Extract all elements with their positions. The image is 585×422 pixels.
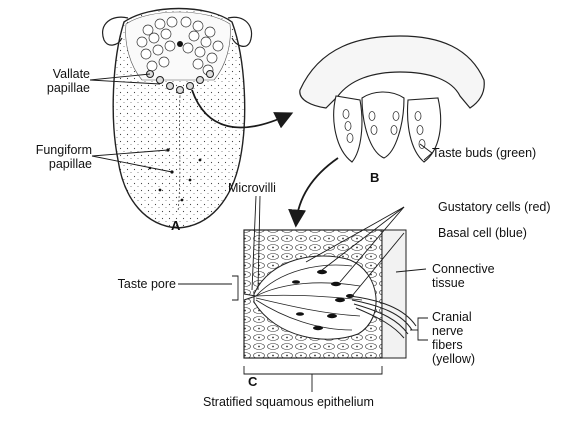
stratified-squamous-epithelium-label: Stratified squamous epithelium [203, 395, 374, 409]
basal-cell-label: Basal cell (blue) [438, 226, 527, 240]
tongue-illustration [103, 9, 252, 229]
connective-tissue-strip [382, 230, 406, 358]
arrow-section-to-bud [296, 158, 338, 224]
gustatory-cells-label: Gustatory cells (red) [438, 200, 551, 214]
papilla-center-body [362, 92, 404, 158]
foramen-cecum [177, 41, 183, 47]
panel-label-a: A [171, 218, 180, 233]
panel-label-c: C [248, 374, 257, 389]
taste-pore-label: Taste pore [90, 277, 176, 291]
panel-label-b: B [370, 170, 379, 185]
vallate-papilla-section [300, 36, 484, 162]
microvilli-label: Microvilli [228, 181, 276, 195]
taste-buds-label: Taste buds (green) [432, 146, 536, 160]
